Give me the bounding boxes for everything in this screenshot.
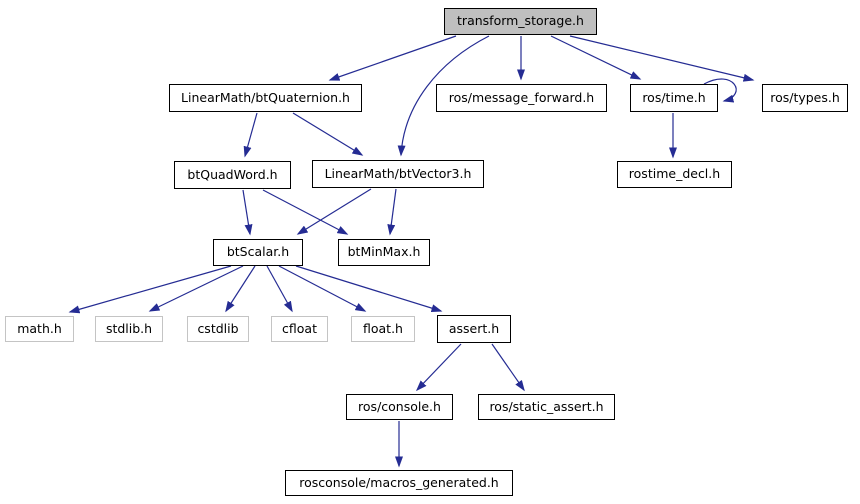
node-label: float.h xyxy=(363,320,403,336)
node-label: ros/console.h xyxy=(358,398,441,414)
node-label: btScalar.h xyxy=(226,244,290,260)
edge-assert-ros_console xyxy=(415,343,462,392)
node-ros-types[interactable]: ros/types.h xyxy=(762,84,848,112)
node-btscalar[interactable]: btScalar.h xyxy=(213,239,303,266)
edge-btScalar-math xyxy=(68,265,232,314)
node-btminmax[interactable]: btMinMax.h xyxy=(338,239,430,266)
edge-btVector3-btScalar xyxy=(296,188,372,235)
node-label: btQuadWord.h xyxy=(187,166,278,182)
node-label: ros/time.h xyxy=(642,89,706,105)
edge-btScalar-assert xyxy=(295,265,443,313)
node-math-h: math.h xyxy=(5,316,74,342)
node-label: rostime_decl.h xyxy=(628,166,721,182)
node-label: LinearMath/btVector3.h xyxy=(324,165,472,181)
node-ros-console[interactable]: ros/console.h xyxy=(346,394,453,420)
edge-transform_storage-ros_types xyxy=(569,35,755,82)
node-label: math.h xyxy=(17,320,62,336)
node-float-h: float.h xyxy=(351,316,415,342)
node-cstdlib: cstdlib xyxy=(187,316,249,342)
node-label: LinearMath/btQuaternion.h xyxy=(181,89,350,105)
node-label: cstdlib xyxy=(197,320,239,336)
node-label: rosconsole/macros_generated.h xyxy=(299,474,499,490)
edge-transform_storage-ros_time xyxy=(550,35,642,80)
node-btquadword[interactable]: btQuadWord.h xyxy=(174,161,291,189)
node-transform-storage: transform_storage.h xyxy=(444,8,597,35)
edge-btQuaternion-btQuadWord xyxy=(243,112,258,158)
node-label: btMinMax.h xyxy=(347,244,421,260)
node-message-forward[interactable]: ros/message_forward.h xyxy=(436,84,607,112)
node-label: ros/message_forward.h xyxy=(448,89,595,105)
node-stdlib-h: stdlib.h xyxy=(95,316,163,342)
edge-btScalar-stdlib xyxy=(148,265,244,312)
node-ros-time[interactable]: ros/time.h xyxy=(630,84,718,112)
node-label: cfloat xyxy=(282,320,317,336)
edge-transform_storage-btQuaternion xyxy=(328,35,457,81)
node-btvector3[interactable]: LinearMath/btVector3.h xyxy=(312,160,484,188)
edge-btQuadWord-btMinMax xyxy=(262,189,349,235)
node-label: assert.h xyxy=(448,320,500,336)
edge-btScalar-cfloat xyxy=(266,265,293,313)
edge-btQuaternion-btVector3 xyxy=(292,112,364,156)
node-btquaternion[interactable]: LinearMath/btQuaternion.h xyxy=(169,84,362,112)
edge-btQuadWord-btScalar xyxy=(242,189,253,236)
edge-assert-ros_static_assert xyxy=(491,343,525,392)
edge-btScalar-cstdlib xyxy=(225,265,256,313)
node-label: ros/static_assert.h xyxy=(489,398,604,414)
node-ros-static-assert[interactable]: ros/static_assert.h xyxy=(478,394,615,420)
node-rostime-decl[interactable]: rostime_decl.h xyxy=(617,161,732,188)
node-label: transform_storage.h xyxy=(457,13,584,29)
edge-btVector3-btMinMax xyxy=(387,188,397,236)
node-cfloat: cfloat xyxy=(271,316,328,342)
node-macros-generated[interactable]: rosconsole/macros_generated.h xyxy=(285,470,513,496)
edge-btScalar-float xyxy=(278,265,367,312)
node-label: ros/types.h xyxy=(770,89,840,105)
node-label: stdlib.h xyxy=(105,320,153,336)
node-assert-h[interactable]: assert.h xyxy=(437,315,511,343)
